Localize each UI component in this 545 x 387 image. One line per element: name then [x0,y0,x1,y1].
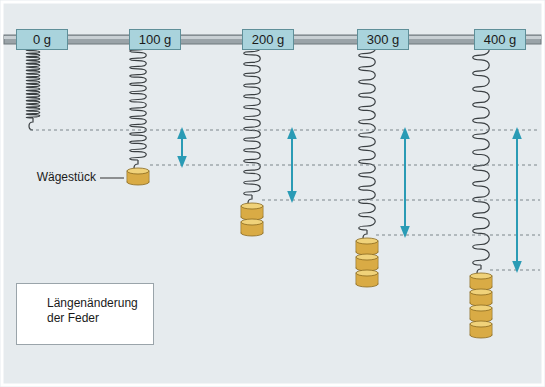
spring-coil [244,44,261,195]
weight-top [356,270,378,276]
weight-top [356,238,378,244]
mass-label: 0 g [33,32,51,47]
weight-tag: 0 g [16,29,68,50]
reference-lines [30,130,540,270]
weight-tag: 300 g [357,29,409,50]
weight-tag: 200 g [242,29,294,50]
weights [127,168,492,338]
mass-label: 100 g [139,32,172,47]
springs [26,44,489,277]
part-label: Wägestück [37,170,96,184]
length-arrows [182,133,517,267]
weight-top [470,305,492,311]
mass-label: 200 g [252,32,285,47]
weight-top [241,203,263,209]
mass-label: 300 g [367,32,400,47]
weight-top [356,254,378,260]
weight-top [470,321,492,327]
spring-coil [473,44,490,265]
mass-label: 400 g [484,32,517,47]
weight-top [470,273,492,279]
legend-text: Längenänderung der Feder [47,296,151,326]
weight-top [470,289,492,295]
weight-top [241,219,263,225]
spring-coil [130,44,147,160]
weight-tag: 400 g [474,29,526,50]
leader-line [100,178,124,179]
weight-top [127,168,149,174]
weight-tag: 100 g [129,29,181,50]
spring-coil [359,44,376,230]
spring-hook [29,118,33,130]
legend: Längenänderung der Feder [16,283,154,345]
spring-coil [26,44,40,118]
